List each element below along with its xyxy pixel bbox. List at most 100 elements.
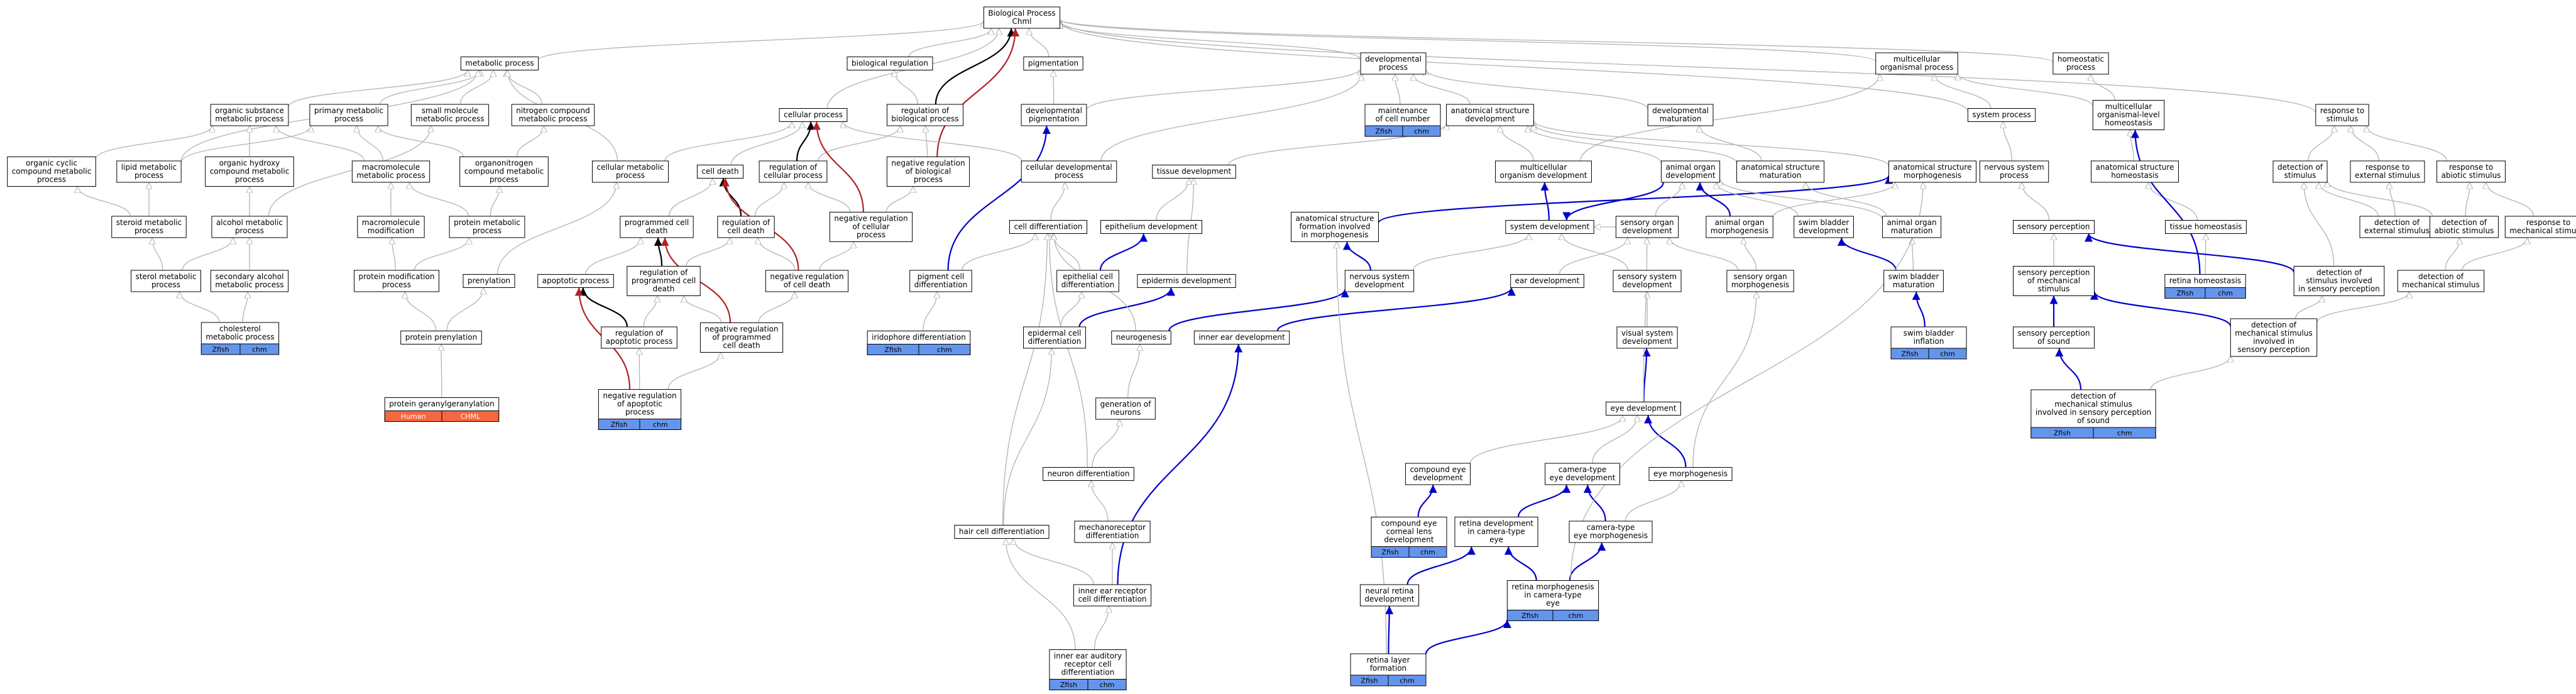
node-ead[interactable]: ear development: [1510, 274, 1584, 288]
node-pig[interactable]: pigmentation: [1023, 57, 1083, 70]
node-neurog[interactable]: neurogenesis: [1111, 331, 1171, 344]
node-td[interactable]: tissue development: [1152, 165, 1236, 179]
node-pren[interactable]: prenylation: [463, 274, 515, 288]
node-eyed[interactable]: eye development: [1606, 402, 1681, 416]
node-ppren[interactable]: protein prenylation: [400, 331, 482, 344]
node-sysd[interactable]: system development: [1505, 220, 1594, 234]
node-epd[interactable]: epithelium development: [1100, 220, 1202, 234]
node-sysp[interactable]: system process: [1967, 108, 2036, 122]
node-th[interactable]: tissue homeostasis: [2165, 220, 2247, 234]
node-cdiff[interactable]: cell differentiation: [1009, 220, 1088, 234]
node-breg[interactable]: biological regulation: [847, 57, 933, 70]
node-hcd[interactable]: hair cell differentiation: [954, 525, 1050, 539]
node-sp[interactable]: sensory perception: [2013, 220, 2095, 234]
node-app[interactable]: apoptotic process: [537, 274, 614, 288]
node-mp[interactable]: metabolic process: [460, 57, 539, 70]
node-cd[interactable]: cell death: [696, 165, 744, 179]
node-epid[interactable]: epidermis development: [1137, 274, 1236, 288]
